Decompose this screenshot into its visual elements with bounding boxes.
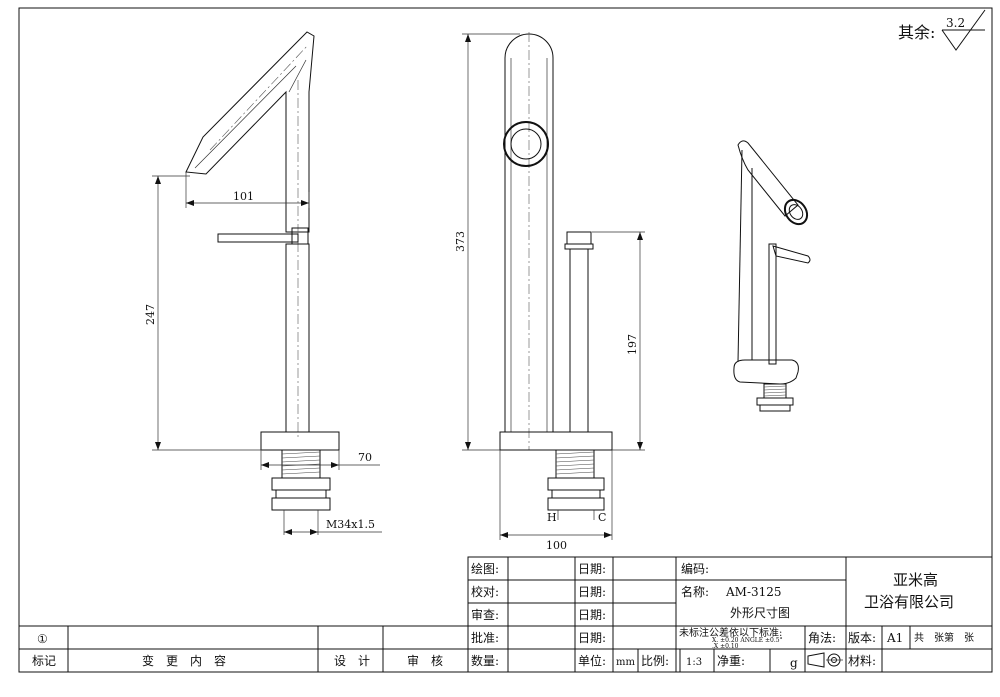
projection-symbol [807, 652, 843, 668]
company-line-1: 亚米高 [893, 571, 938, 589]
revision-mark-symbol: ① [37, 632, 48, 646]
unit-value: mm [616, 657, 635, 668]
label-code: 编码: [681, 561, 709, 576]
weight-unit: g [790, 656, 798, 670]
iso-base [733, 359, 799, 385]
revision-audit-label: 审 核 [407, 653, 443, 668]
front-base [499, 431, 613, 451]
label-unit: 单位: [578, 653, 606, 668]
label-scale: 比例: [641, 654, 669, 668]
side-nut-upper [271, 477, 331, 491]
dim-side-height: 247 [144, 304, 157, 325]
tolerance-note: 未标注公差依以下标准: [679, 626, 782, 639]
iso-spout [737, 140, 799, 217]
dim-front-base: 100 [546, 539, 567, 552]
label-date-3: 日期: [578, 608, 606, 622]
label-angle: 角法: [808, 631, 836, 645]
revision-block: ① 标记 变 更 内 容 设 计 审 核 [19, 625, 468, 672]
tolerance-detail-2: .X ±0.10 [712, 643, 739, 650]
label-name: 名称: [681, 584, 709, 599]
revision-design-label: 设 计 [334, 654, 370, 668]
iso-handle-lever [772, 245, 811, 264]
dim-thread: M34x1.5 [326, 518, 375, 531]
model-number: AM-3125 [725, 585, 782, 599]
front-outlet [503, 121, 549, 167]
dim-spout-reach: 101 [233, 190, 254, 203]
version-value: A1 [886, 631, 903, 645]
side-spout [185, 31, 315, 233]
tolerance-detail-1: X. ±0.20 ANGLE ±0.5° [712, 637, 783, 644]
label-drawn: 绘图: [471, 561, 499, 576]
side-view: 101 247 70 M34x1.5 [144, 31, 382, 535]
label-version: 版本: [848, 631, 876, 645]
roughness-value: 3.2 [946, 16, 965, 30]
label-quantity: 数量: [471, 653, 499, 668]
drawing-title: 外形尺寸图 [730, 606, 790, 620]
cold-label: C [598, 511, 606, 524]
label-approved: 批准: [471, 630, 499, 645]
revision-change-label: 变 更 内 容 [142, 653, 226, 668]
title-block: 绘图: 日期: 校对: 日期: 审查: 日期: 批准: 日期: 数量: 编码: … [467, 556, 993, 673]
iso-outlet [783, 198, 809, 226]
label-checked: 校对: [471, 584, 499, 599]
side-base [260, 431, 340, 451]
roughness-label: 其余: [898, 23, 935, 42]
side-handle [217, 233, 299, 243]
label-reviewed: 审查: [471, 607, 499, 622]
label-date-1: 日期: [578, 562, 606, 576]
sheet-count: 共 张第 张 [914, 631, 974, 644]
isometric-view [733, 140, 811, 412]
hot-label: H [547, 511, 557, 524]
label-net-weight: 净重: [717, 654, 745, 668]
side-body [285, 243, 310, 433]
iso-handle-stem [768, 243, 777, 365]
dim-handle-height: 197 [626, 334, 639, 355]
front-handle-cap [566, 231, 592, 245]
company-line-2: 卫浴有限公司 [864, 593, 954, 611]
revision-mark-label: 标记 [32, 654, 56, 668]
front-view: H C 373 197 100 [454, 32, 645, 552]
label-material: 材料: [848, 654, 876, 668]
front-handle-stem [569, 248, 589, 433]
surface-roughness-note: 其余: 3.2 [898, 9, 986, 51]
scale-value: 1:3 [686, 657, 702, 668]
label-date-2: 日期: [578, 585, 606, 599]
label-date-4: 日期: [578, 631, 606, 645]
dim-front-height: 373 [454, 231, 467, 252]
dim-side-base: 70 [358, 451, 372, 464]
roughness-symbol [941, 9, 986, 51]
side-nut-lower [271, 497, 331, 511]
